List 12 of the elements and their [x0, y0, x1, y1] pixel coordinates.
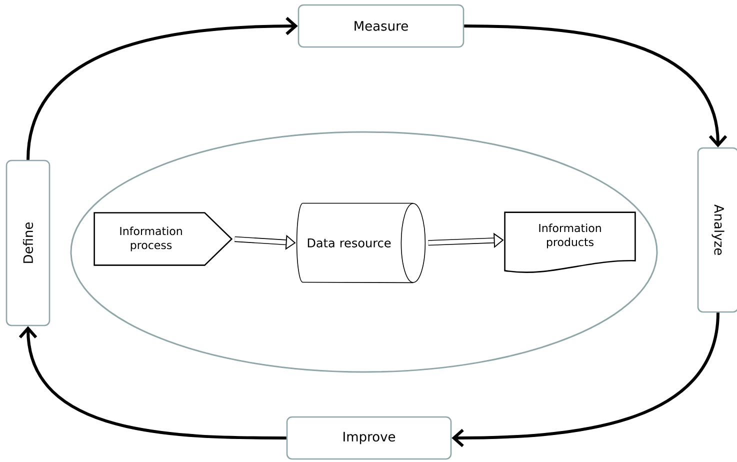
- curved-arrow: [26, 16, 298, 160]
- step-box: Define: [6, 160, 50, 326]
- node-label: Data resource: [308, 238, 391, 248]
- curved-arrow: [452, 312, 720, 448]
- oval-region: [70, 131, 658, 373]
- step-box: Measure: [298, 4, 464, 48]
- step-box: Improve: [286, 416, 452, 460]
- step-box: Analyze: [697, 147, 737, 313]
- curved-arrow: [464, 24, 728, 148]
- process-pentagon: Information process: [94, 212, 233, 266]
- data-cylinder: Data resource: [296, 202, 426, 284]
- curved-arrow: [18, 326, 286, 440]
